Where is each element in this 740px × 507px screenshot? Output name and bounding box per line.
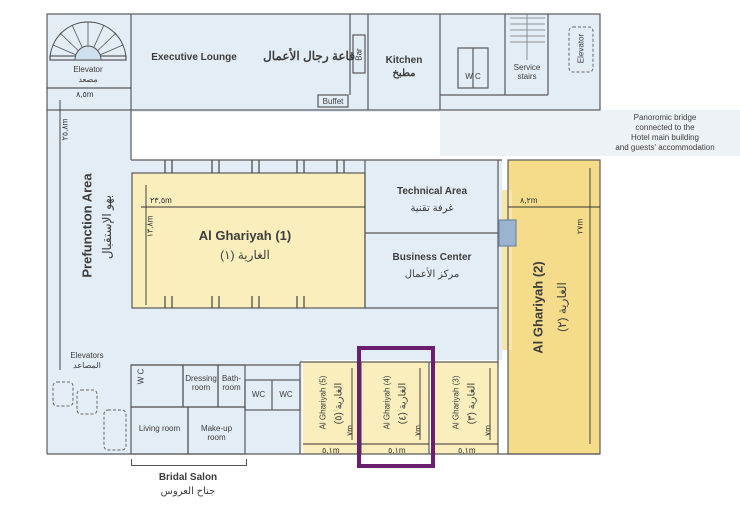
bridge-strip — [440, 110, 740, 156]
bridge-line3: Hotel main building — [630, 133, 700, 142]
g1-label-ar: الغارية (١) — [220, 248, 270, 262]
executive-lounge-label-ar: قاعة رجال الأعمال — [263, 49, 355, 63]
al-ghariyah-5-hall[interactable] — [303, 362, 361, 454]
al-ghariyah-2-hall[interactable] — [508, 160, 600, 454]
al-ghariyah-3-hall[interactable] — [431, 362, 498, 454]
bar-label: Bar — [354, 48, 364, 61]
elevators-bottom-label-en: Elevators — [70, 351, 104, 360]
selected-hall-highlight[interactable] — [357, 346, 435, 468]
technical-area-label-ar: غرفة تقنية — [410, 203, 454, 214]
bridge-line1: Panoromic bridge — [633, 113, 697, 122]
executive-lounge-label-en: Executive Lounge — [151, 52, 237, 63]
makeup-room-line1: Make-up — [200, 424, 233, 433]
bridge-line2: connected to the — [635, 123, 695, 132]
bridge-line4: and guests' accommodation — [615, 143, 715, 152]
al-ghariyah-2-inner — [502, 190, 512, 350]
al-ghariyah-4-hall[interactable] — [361, 362, 429, 454]
g5-label-en: Al Ghariyah (5) — [318, 375, 328, 430]
kitchen-label-en: Kitchen — [385, 55, 423, 66]
bridal-salon-label-ar: جناح العروس — [160, 486, 216, 497]
elevator-right-label: Elevator — [576, 33, 586, 64]
buffet-label: Buffet — [322, 97, 344, 106]
g3-width-dim: ٥,١m — [458, 446, 476, 455]
g4-height-dim: ٧m — [413, 425, 423, 436]
g1-label-en: Al Ghariyah (1) — [198, 228, 292, 243]
wc-top-label: W C — [465, 72, 481, 81]
technical-area-label-en: Technical Area — [396, 186, 468, 197]
g4-width-dim: ٥,١m — [388, 446, 406, 455]
bathroom-line1: Bath- — [221, 374, 242, 383]
g2-label-ar: الغارية (٢) — [555, 282, 569, 332]
elevator-top-label-en: Elevator — [73, 65, 103, 74]
g4-label-en: Al Ghariyah (4) — [382, 375, 392, 430]
g5-label-ar: الغارية (٥) — [333, 382, 345, 425]
bridal-salon-label-en: Bridal Salon — [158, 472, 218, 483]
corridor-length-dim: ٢٥,٨m — [60, 118, 70, 141]
g4-label-ar: الغارية (٤) — [397, 382, 409, 425]
prefunction-label-en: Prefunction Area — [79, 173, 95, 278]
g1-height-dim: ١٣,٨m — [145, 215, 155, 238]
g3-height-dim: ٧m — [483, 425, 493, 436]
makeup-room-line2: room — [207, 433, 226, 442]
dressing-room-line2: room — [191, 383, 211, 392]
g3-label-ar: الغارية (٣) — [466, 382, 478, 425]
business-center-label-ar: مركز الأعمال — [404, 269, 460, 280]
bridal-salon-bracket — [131, 459, 247, 466]
al-ghariyah-1-hall[interactable] — [132, 173, 365, 308]
elevator-top-label-ar: مصعد — [78, 75, 98, 84]
g2-width-dim: ٨,٢m — [520, 196, 538, 205]
business-center-label-en: Business Center — [392, 252, 472, 263]
g3-label-en: Al Ghariyah (3) — [451, 375, 461, 430]
g2-label-en: Al Ghariyah (2) — [530, 261, 546, 354]
floor-plate-top — [47, 14, 600, 112]
g2-height-dim: ٢٧m — [575, 218, 585, 235]
living-room-label: Living room — [138, 424, 181, 433]
service-stairs-line1: Service — [513, 63, 541, 72]
g5-height-dim: ٧m — [345, 425, 355, 436]
wc-b-label: WC — [279, 390, 293, 399]
elevators-bottom-label-ar: المصاعد — [73, 361, 101, 370]
g1-width-dim: ٢٣,٥m — [150, 196, 172, 205]
bathroom-line2: room — [222, 383, 241, 392]
service-stairs-line2: stairs — [517, 72, 537, 81]
g5-width-dim: ٥,١m — [322, 446, 340, 455]
wc-bridal-label: W C — [136, 368, 146, 385]
prefunction-label-ar: بهو الإستقبال — [100, 194, 114, 260]
kitchen-label-ar: مطبخ — [392, 68, 416, 79]
wc-a-label: WC — [251, 390, 266, 399]
elevator-width-dim: ٨,٥m — [76, 90, 94, 99]
dressing-room-line1: Dressing — [185, 374, 217, 383]
